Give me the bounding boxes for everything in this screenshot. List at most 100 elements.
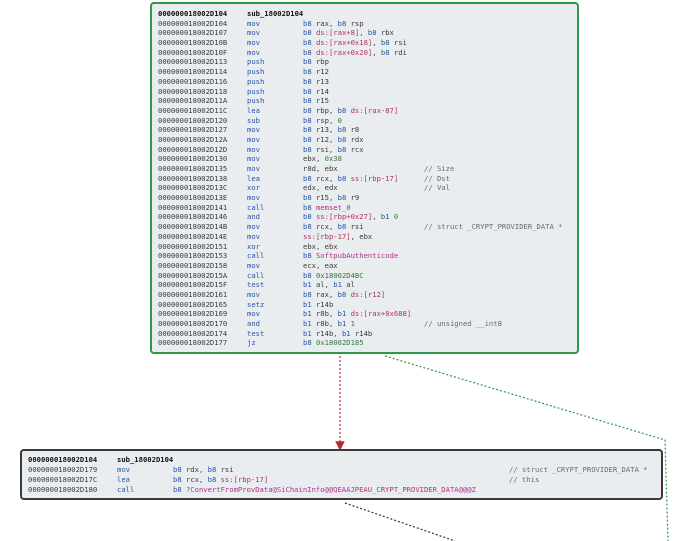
instruction-operands[interactable]: b8 r15	[303, 96, 329, 106]
instruction-operands[interactable]: edx, edx	[303, 183, 338, 193]
instruction-operands[interactable]: b8 rax, b8 ds:[r12]	[303, 290, 385, 300]
instruction-operands[interactable]: b8 rsi, b8 rcx	[303, 145, 364, 155]
instruction-operands[interactable]: b8 r13	[303, 77, 329, 87]
instruction-address[interactable]: 000000018002D15A	[158, 270, 228, 280]
instruction-operands[interactable]: b1 al, b1 al	[303, 280, 355, 290]
instruction-address[interactable]: 000000018002D116	[158, 76, 228, 86]
instruction-operands[interactable]: r8d, ebx	[303, 164, 338, 174]
instruction-operands[interactable]: b8 rcx, b8 ss:[rbp-17]	[173, 475, 268, 485]
instruction-address[interactable]: 000000018002D153	[158, 251, 228, 261]
instruction-operands[interactable]: b8 rsp, 0	[303, 116, 342, 126]
instruction-address[interactable]: 000000018002D141	[158, 202, 228, 212]
instruction-operands[interactable]: b8 rax, b8 rsp	[303, 19, 364, 29]
instruction-address[interactable]: 000000018002D170	[158, 319, 228, 328]
instruction-operands[interactable]: b8 ds:[rax+0x20], b8 rdi	[303, 48, 407, 58]
instruction-operands[interactable]: b8 rbp, b8 ds:[rax-87]	[303, 106, 398, 116]
instruction-address[interactable]: 000000018002D11A	[158, 96, 228, 106]
instruction-address[interactable]: 000000018002D104	[158, 18, 228, 28]
instruction-address[interactable]: 000000018002D13C	[158, 183, 228, 193]
instruction-address[interactable]: 000000018002D12A	[158, 134, 228, 144]
instruction-operands[interactable]: b8 0x18002D185	[303, 338, 364, 348]
instruction-operands[interactable]: b8 ds:[rax+8], b8 rbx	[303, 28, 394, 38]
instruction-operands[interactable]: ss:[rbp-17], ebx	[303, 232, 372, 242]
instruction-address[interactable]: 000000018002D10B	[158, 38, 228, 48]
instruction-address[interactable]: 000000018002D10F	[158, 47, 228, 57]
instruction-address[interactable]: 000000018002D135	[158, 164, 228, 173]
basic-block-entry[interactable]: 000000018002D104 sub_18002D104 000000018…	[150, 2, 579, 354]
instruction-address[interactable]: 000000018002D114	[158, 67, 228, 77]
instruction-operands[interactable]: b1 r8b, b1 1	[303, 319, 355, 329]
instruction-operands[interactable]: ecx, eax	[303, 261, 338, 271]
instruction-operands[interactable]: ebx, ebx	[303, 242, 338, 252]
instruction-operands[interactable]: b1 r14b, b1 r14b	[303, 329, 372, 339]
instruction-address[interactable]: 000000018002D17C	[28, 475, 98, 484]
instruction-operands[interactable]: b8 rbp	[303, 57, 329, 67]
instruction-address[interactable]: 000000018002D177	[158, 338, 228, 348]
instruction-operands[interactable]: b8 memset_0	[303, 203, 351, 213]
instruction-address[interactable]: 000000018002D113	[158, 57, 228, 67]
instruction-address[interactable]: 000000018002D146	[158, 212, 228, 222]
instruction-operands[interactable]: b8 r12, b8 rdx	[303, 135, 364, 145]
instruction-address[interactable]: 000000018002D127	[158, 125, 228, 135]
instruction-address[interactable]: 000000018002D12D	[158, 144, 228, 154]
instruction-address[interactable]: 000000018002D174	[158, 328, 228, 338]
instruction-address[interactable]: 000000018002D138	[158, 173, 228, 183]
instruction-operands[interactable]: b8 ?ConvertFromProvData@SiChainInfo@@QEA…	[173, 485, 476, 495]
instruction-operands[interactable]: b8 SoftpubAuthenticode	[303, 251, 398, 261]
instruction-address[interactable]: 000000018002D118	[158, 86, 228, 96]
instruction-operands[interactable]: b8 0x18002D4BC	[303, 271, 364, 281]
instruction-address[interactable]: 000000018002D14B	[158, 222, 228, 232]
instruction-operands[interactable]: b1 r14b	[303, 300, 333, 310]
instruction-address[interactable]: 000000018002D13E	[158, 193, 228, 203]
instruction-address[interactable]: 000000018002D11C	[158, 105, 228, 115]
instruction-address[interactable]: 000000018002D158	[158, 260, 228, 270]
instruction-operands[interactable]: b8 rcx, b8 ss:[rbp-17]	[303, 174, 398, 184]
instruction-operands[interactable]: b8 r15, b8 r9	[303, 193, 359, 203]
instruction-operands[interactable]: b8 rdx, b8 rsi	[173, 465, 234, 475]
header-function-name[interactable]: sub_18002D104	[117, 455, 174, 464]
instruction-address[interactable]: 000000018002D130	[158, 154, 228, 164]
instruction-address[interactable]: 000000018002D161	[158, 289, 228, 299]
instruction-operands[interactable]: b8 r14	[303, 87, 329, 97]
instruction-operands[interactable]: b8 ds:[rax+0x18], b8 rsi	[303, 38, 407, 48]
instruction-operands[interactable]: b8 r12	[303, 67, 329, 77]
instruction-operands[interactable]: b8 ss:[rbp+0x27], b1 0	[303, 212, 398, 222]
instruction-address[interactable]: 000000018002D180	[28, 485, 98, 494]
instruction-operands[interactable]: ebx, 0x38	[303, 154, 342, 164]
instruction-address[interactable]: 000000018002D14E	[158, 231, 228, 241]
instruction-operands[interactable]: b8 rcx, b8 rsi	[303, 222, 364, 232]
header-function-name[interactable]: sub_18002D104	[247, 9, 304, 18]
instruction-address[interactable]: 000000018002D15F	[158, 280, 228, 290]
